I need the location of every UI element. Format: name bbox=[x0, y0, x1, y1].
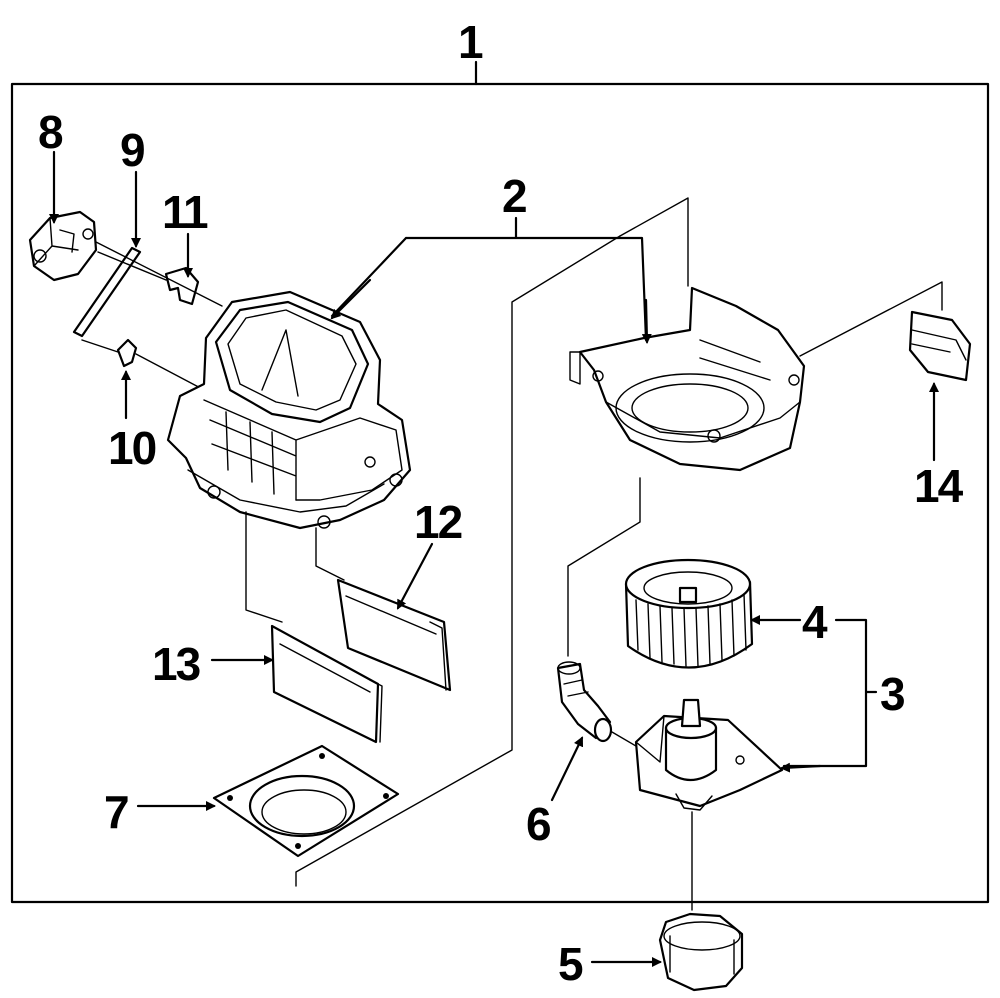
callout-5: 5 bbox=[558, 938, 583, 990]
part-5-cover bbox=[658, 912, 744, 992]
part-3-motor bbox=[634, 698, 784, 811]
callout-10: 10 bbox=[108, 422, 156, 474]
callout-labels: 1 2 3 4 5 6 7 8 9 10 11 12 13 14 bbox=[38, 16, 966, 990]
callout-2: 2 bbox=[502, 170, 526, 222]
callout-3: 3 bbox=[880, 668, 904, 720]
part-9-rod bbox=[72, 246, 142, 338]
part-14-resistor bbox=[908, 310, 972, 382]
guide-line-center bbox=[295, 235, 621, 887]
callout-14: 14 bbox=[914, 460, 964, 512]
callout-7: 7 bbox=[104, 786, 128, 838]
guide-line-right bbox=[567, 477, 641, 657]
part-4-blower-wheel bbox=[624, 558, 754, 669]
part-8-actuator bbox=[28, 210, 98, 282]
callout-1: 1 bbox=[458, 16, 483, 68]
guide-lines-left bbox=[81, 241, 223, 393]
part-10-clip bbox=[116, 338, 138, 368]
guide-line-hose bbox=[611, 731, 637, 747]
assembly-frame bbox=[10, 82, 990, 904]
part-2-intake-housing bbox=[166, 290, 412, 530]
callout-6: 6 bbox=[526, 798, 550, 850]
callout-11: 11 bbox=[162, 186, 208, 238]
part-2-scroll-housing bbox=[569, 197, 943, 472]
callout-8: 8 bbox=[38, 106, 63, 158]
part-13-filter bbox=[270, 624, 383, 744]
part-12-filter bbox=[336, 578, 452, 692]
callout-9: 9 bbox=[120, 124, 144, 176]
guide-lines-filters bbox=[245, 511, 345, 623]
callout-4: 4 bbox=[802, 596, 828, 648]
part-6-hose bbox=[556, 661, 613, 743]
part-7-gasket bbox=[212, 744, 400, 858]
leader-lines bbox=[49, 150, 939, 967]
callout-13: 13 bbox=[152, 638, 200, 690]
callout-12: 12 bbox=[414, 496, 462, 548]
